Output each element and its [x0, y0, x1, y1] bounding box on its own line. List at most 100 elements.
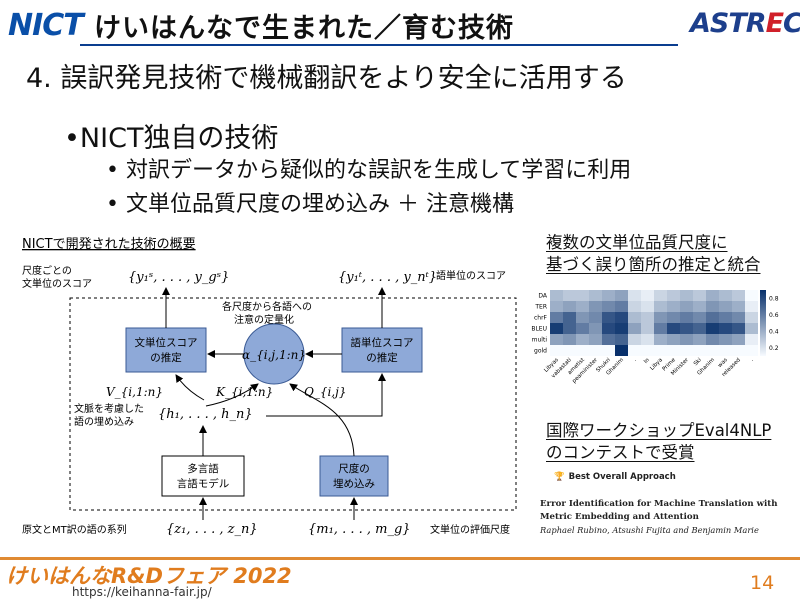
heatmap-cell: [550, 345, 563, 356]
astrec-logo-part-e: E: [765, 8, 784, 39]
footer-url[interactable]: https://keihanna-fair.jp/: [72, 585, 212, 599]
heatmap-cell: [745, 301, 758, 312]
heatmap-cells: [550, 290, 758, 356]
arrow-v: [175, 374, 205, 401]
heatmap-cell: [576, 301, 589, 312]
heatmap-cell: [589, 323, 602, 334]
heatmap-cell: [680, 290, 693, 301]
heatmap-cell: [706, 312, 719, 323]
h-formula: {h₁, . . . , h_n}: [158, 407, 253, 422]
arrow-k: [205, 383, 259, 407]
heatmap-cell: [628, 334, 641, 345]
label-sent-score-1: 尺度ごとの: [22, 264, 72, 277]
heatmap-cell: [745, 323, 758, 334]
heatmap-cell: [602, 334, 615, 345]
heatmap-column-label: .: [749, 357, 755, 363]
heatmap-title: 複数の文単位品質尺度に 基づく誤り箇所の推定と統合: [546, 232, 761, 276]
heatmap-cell: [641, 334, 654, 345]
attention-label-1: 各尺度から各語への: [222, 300, 312, 313]
heatmap-cell: [732, 301, 745, 312]
heatmap-cell: [589, 334, 602, 345]
label-sent-score-2: 文単位のスコア: [22, 277, 92, 290]
heatmap-cell: [550, 301, 563, 312]
sent-score-box-label-2: の推定: [150, 351, 182, 364]
heatmap-row-label: chrF: [534, 315, 548, 322]
paper-title-line-1: Error Identification for Machine Transla…: [540, 499, 778, 509]
heatmap-cell: [667, 323, 680, 334]
heatmap-cell: [680, 334, 693, 345]
label-word-score: 語単位のスコア: [436, 269, 506, 282]
heatmap-cell: [706, 290, 719, 301]
heatmap-title-line-2: 基づく誤り箇所の推定と統合: [546, 255, 761, 274]
heatmap-row-label: TER: [534, 304, 547, 311]
heatmap-cell: [589, 312, 602, 323]
heatmap-cell: [615, 290, 628, 301]
colorbar-tick-label: 0.2: [769, 345, 779, 352]
heatmap-cell: [576, 323, 589, 334]
heatmap-cell: [641, 290, 654, 301]
heatmap-cell: [550, 323, 563, 334]
trophy-icon: 🏆: [554, 472, 565, 482]
colorbar-tick-label: 0.8: [769, 295, 779, 302]
heatmap-cell: [693, 345, 706, 356]
language-model-label-1: 多言語: [187, 462, 219, 475]
heatmap-cell: [667, 345, 680, 356]
metric-embedding-box: [319, 455, 389, 497]
heatmap-cell: [602, 312, 615, 323]
heatmap-cell: [719, 334, 732, 345]
heatmap-cell: [563, 334, 576, 345]
bullet-main: •NICT独自の技術: [64, 123, 279, 154]
heatmap-cell: [628, 323, 641, 334]
word-score-box-label-2: の推定: [366, 351, 398, 364]
heatmap-column-label: was: [717, 357, 729, 369]
heatmap-cell: [628, 301, 641, 312]
heatmap-cell: [602, 301, 615, 312]
sent-score-box: [125, 327, 207, 373]
arrow-q: [289, 383, 355, 457]
heatmap-cell: [719, 301, 732, 312]
paper-title: Error Identification for Machine Transla…: [540, 498, 798, 524]
language-model-label-2: 言語モデル: [177, 477, 230, 490]
arrow-h-to-word: [266, 373, 386, 417]
heatmap-cell: [732, 345, 745, 356]
heatmap-cell: [693, 290, 706, 301]
astrec-logo-part-a: ASTR: [690, 8, 767, 39]
heatmap-cell: [719, 345, 732, 356]
heatmap-cell: [563, 301, 576, 312]
header-divider: [80, 44, 678, 46]
heatmap-cell: [654, 345, 667, 356]
heatmap-cell: [576, 334, 589, 345]
heatmap-cell: [706, 334, 719, 345]
heatmap-cell: [576, 312, 589, 323]
astrec-logo-part-c: C: [783, 8, 800, 39]
label-sentence-metric: 文単位の評価尺度: [430, 523, 510, 536]
context-label-2: 語の埋め込み: [74, 415, 134, 428]
heatmap-cell: [693, 334, 706, 345]
architecture-diagram: NICTで開発された技術の概要 尺度ごとの 文単位のスコア {y₁ˢ, . . …: [22, 237, 517, 537]
heatmap-cell: [615, 345, 628, 356]
heatmap-cell: [745, 334, 758, 345]
heatmap-cell: [641, 301, 654, 312]
heatmap-cell: [706, 301, 719, 312]
heatmap-cell: [550, 312, 563, 323]
heatmap-cell: [602, 345, 615, 356]
colorbar-ticks: 0.2 0.4 0.6 0.8: [769, 295, 779, 352]
context-label-1: 文脈を考慮した: [74, 402, 144, 415]
heatmap-cell: [641, 312, 654, 323]
heatmap-cell: [615, 323, 628, 334]
heatmap-cell: [667, 290, 680, 301]
colorbar: [760, 290, 766, 356]
heatmap-cell: [615, 334, 628, 345]
award-title: 国際ワークショップEval4NLP のコンテストで受賞: [546, 420, 771, 464]
heatmap-cell: [732, 334, 745, 345]
heatmap-cell: [693, 312, 706, 323]
heatmap-column-labels: LibyasvabastatiametistpeaministerShukriG…: [543, 357, 755, 385]
colorbar-tick-label: 0.6: [769, 312, 779, 319]
paper-title-line-2: Metric Embedding and Attention: [540, 512, 699, 522]
colorbar-tick-label: 0.4: [769, 328, 779, 335]
heatmap-row-label: multi: [532, 337, 548, 344]
model-boundary: [69, 297, 517, 511]
heatmap-cell: [667, 301, 680, 312]
